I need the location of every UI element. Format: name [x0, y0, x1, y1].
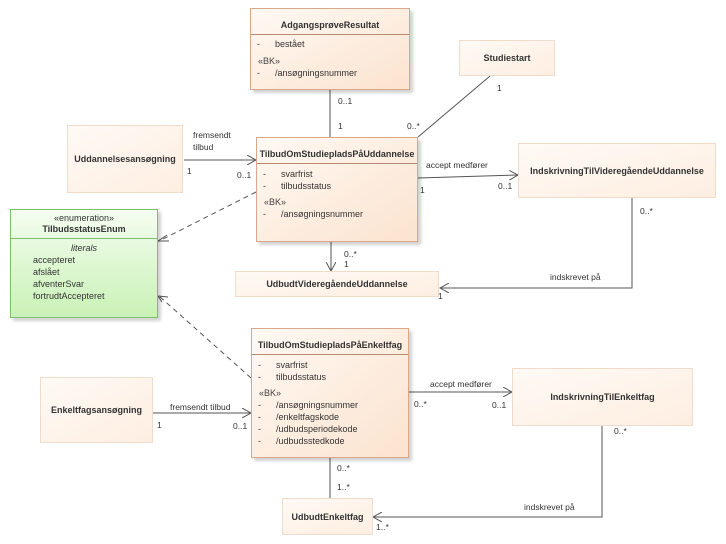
assoc-indskrivning-udbudt	[440, 198, 633, 288]
multiplicity: 1	[157, 420, 162, 430]
attribute: -/ansøgningsnummer	[258, 400, 359, 410]
class-title: Uddannelsesansøgning	[74, 154, 176, 164]
multiplicity: 1	[338, 121, 343, 131]
class-tilbud-enkeltfag[interactable]: TilbudOmStudiepladsPåEnkeltfag -svarfris…	[251, 328, 409, 458]
attribute: -svarfrist	[263, 169, 313, 179]
multiplicity: 1..*	[376, 522, 389, 532]
multiplicity: 1	[438, 291, 443, 301]
class-udbudt-enkeltfag[interactable]: UdbudtEnkeltfag	[282, 498, 373, 535]
assoc-studiestart-tilbud	[417, 75, 491, 138]
attribute: -bestået	[257, 39, 305, 49]
class-studiestart[interactable]: Studiestart	[459, 40, 555, 76]
class-uddannelsesansogning[interactable]: Uddannelsesansøgning	[67, 125, 183, 193]
multiplicity: 0..1	[498, 181, 513, 191]
multiplicity: 0..*	[640, 206, 653, 216]
class-indskrivning-videregaende[interactable]: IndskrivningTilVideregåendeUddannelse	[518, 143, 716, 198]
attribute: -tilbudsstatus	[263, 181, 332, 191]
multiplicity: 0..*	[614, 426, 627, 436]
class-enkeltfagsansogning[interactable]: Enkeltfagsansøgning	[40, 377, 153, 443]
multiplicity: 0..1	[233, 421, 248, 431]
enum-literal: afslået	[33, 267, 60, 277]
attribute: -/udbudsperiodekode	[258, 424, 358, 434]
class-title: UdbudtEnkeltfag	[291, 511, 364, 522]
enum-title: TilbudsstatusEnum	[42, 224, 126, 234]
enum-literal: afventerSvar	[33, 279, 85, 289]
dep-tilbud-enum	[158, 191, 257, 242]
stereotype-bk: «BK»	[258, 56, 281, 66]
attribute: -/ansøgningsnummer	[263, 209, 364, 219]
class-title: Enkeltfagsansøgning	[50, 405, 142, 415]
class-tilbud-uddannelse[interactable]: TilbudOmStudiepladsPåUddannelse -svarfri…	[256, 137, 418, 242]
multiplicity: 0..1	[492, 400, 507, 410]
assoc-label-fremsendt-tilbud: fremsendt tilbud	[170, 402, 231, 412]
class-title: IndskrivningTilVideregåendeUddannelse	[530, 165, 704, 176]
multiplicity: 1	[420, 185, 425, 195]
assoc-label-indskrevet-pa: indskrevet på	[550, 272, 601, 282]
attribute: -tilbudsstatus	[258, 372, 327, 382]
class-title: Studiestart	[483, 53, 531, 63]
assoc-tilbud-indskrivning	[417, 175, 518, 178]
stereotype-bk: «BK»	[259, 388, 282, 398]
multiplicity: 0..*	[414, 399, 427, 409]
enum-literal: accepteret	[33, 255, 76, 265]
class-udbudt-videregaende[interactable]: UdbudtVideregåendeUddannelse	[235, 271, 439, 297]
multiplicity: 0..1	[338, 96, 353, 106]
assoc-label-indskrevet-pa: indskrevet på	[524, 502, 575, 512]
multiplicity: 1	[344, 259, 349, 269]
literals-header: literals	[70, 243, 97, 253]
class-title: AdgangsprøveResultat	[280, 20, 380, 30]
multiplicity: 0..*	[344, 249, 357, 259]
attribute: -svarfrist	[258, 360, 308, 370]
class-title: TilbudOmStudiepladsPåUddannelse	[259, 149, 415, 159]
multiplicity: 1..*	[337, 482, 350, 492]
class-title: IndskrivningTilEnkeltfag	[550, 392, 655, 402]
multiplicity: 0..*	[407, 121, 420, 131]
multiplicity: 1	[497, 83, 502, 93]
stereotype-bk: «BK»	[264, 197, 287, 207]
multiplicity: 0..*	[337, 463, 350, 473]
dep-tilbudenk-enum	[158, 295, 252, 379]
attribute: -/udbudsstedkode	[258, 436, 345, 446]
class-adgangsproveresultat[interactable]: AdgangsprøveResultat -bestået «BK» -/ans…	[250, 8, 410, 90]
enum-literal: fortrudtAccepteret	[33, 291, 105, 301]
attribute: -/ansøgningsnummer	[257, 68, 358, 78]
assoc-label-accept-medforer: accept medfører	[430, 379, 492, 389]
class-title: TilbudOmStudiepladsPåEnkeltfag	[257, 340, 403, 350]
class-title: UdbudtVideregåendeUddannelse	[266, 279, 408, 289]
multiplicity: 1	[187, 166, 192, 176]
enum-tilbudsstatus[interactable]: «enumeration» TilbudsstatusEnum literals…	[10, 209, 158, 318]
class-indskrivning-enkeltfag[interactable]: IndskrivningTilEnkeltfag	[512, 368, 693, 426]
enum-stereotype: «enumeration»	[53, 213, 115, 223]
multiplicity: 0..1	[237, 170, 252, 180]
attribute: -/enkeltfagskode	[258, 412, 340, 422]
assoc-label-accept-medforer: accept medfører	[426, 160, 488, 170]
assoc-label-fremsendt-tilbud: fremsendt tilbud	[193, 130, 231, 152]
assoc-indskrivningenk-udbudt	[373, 426, 603, 517]
